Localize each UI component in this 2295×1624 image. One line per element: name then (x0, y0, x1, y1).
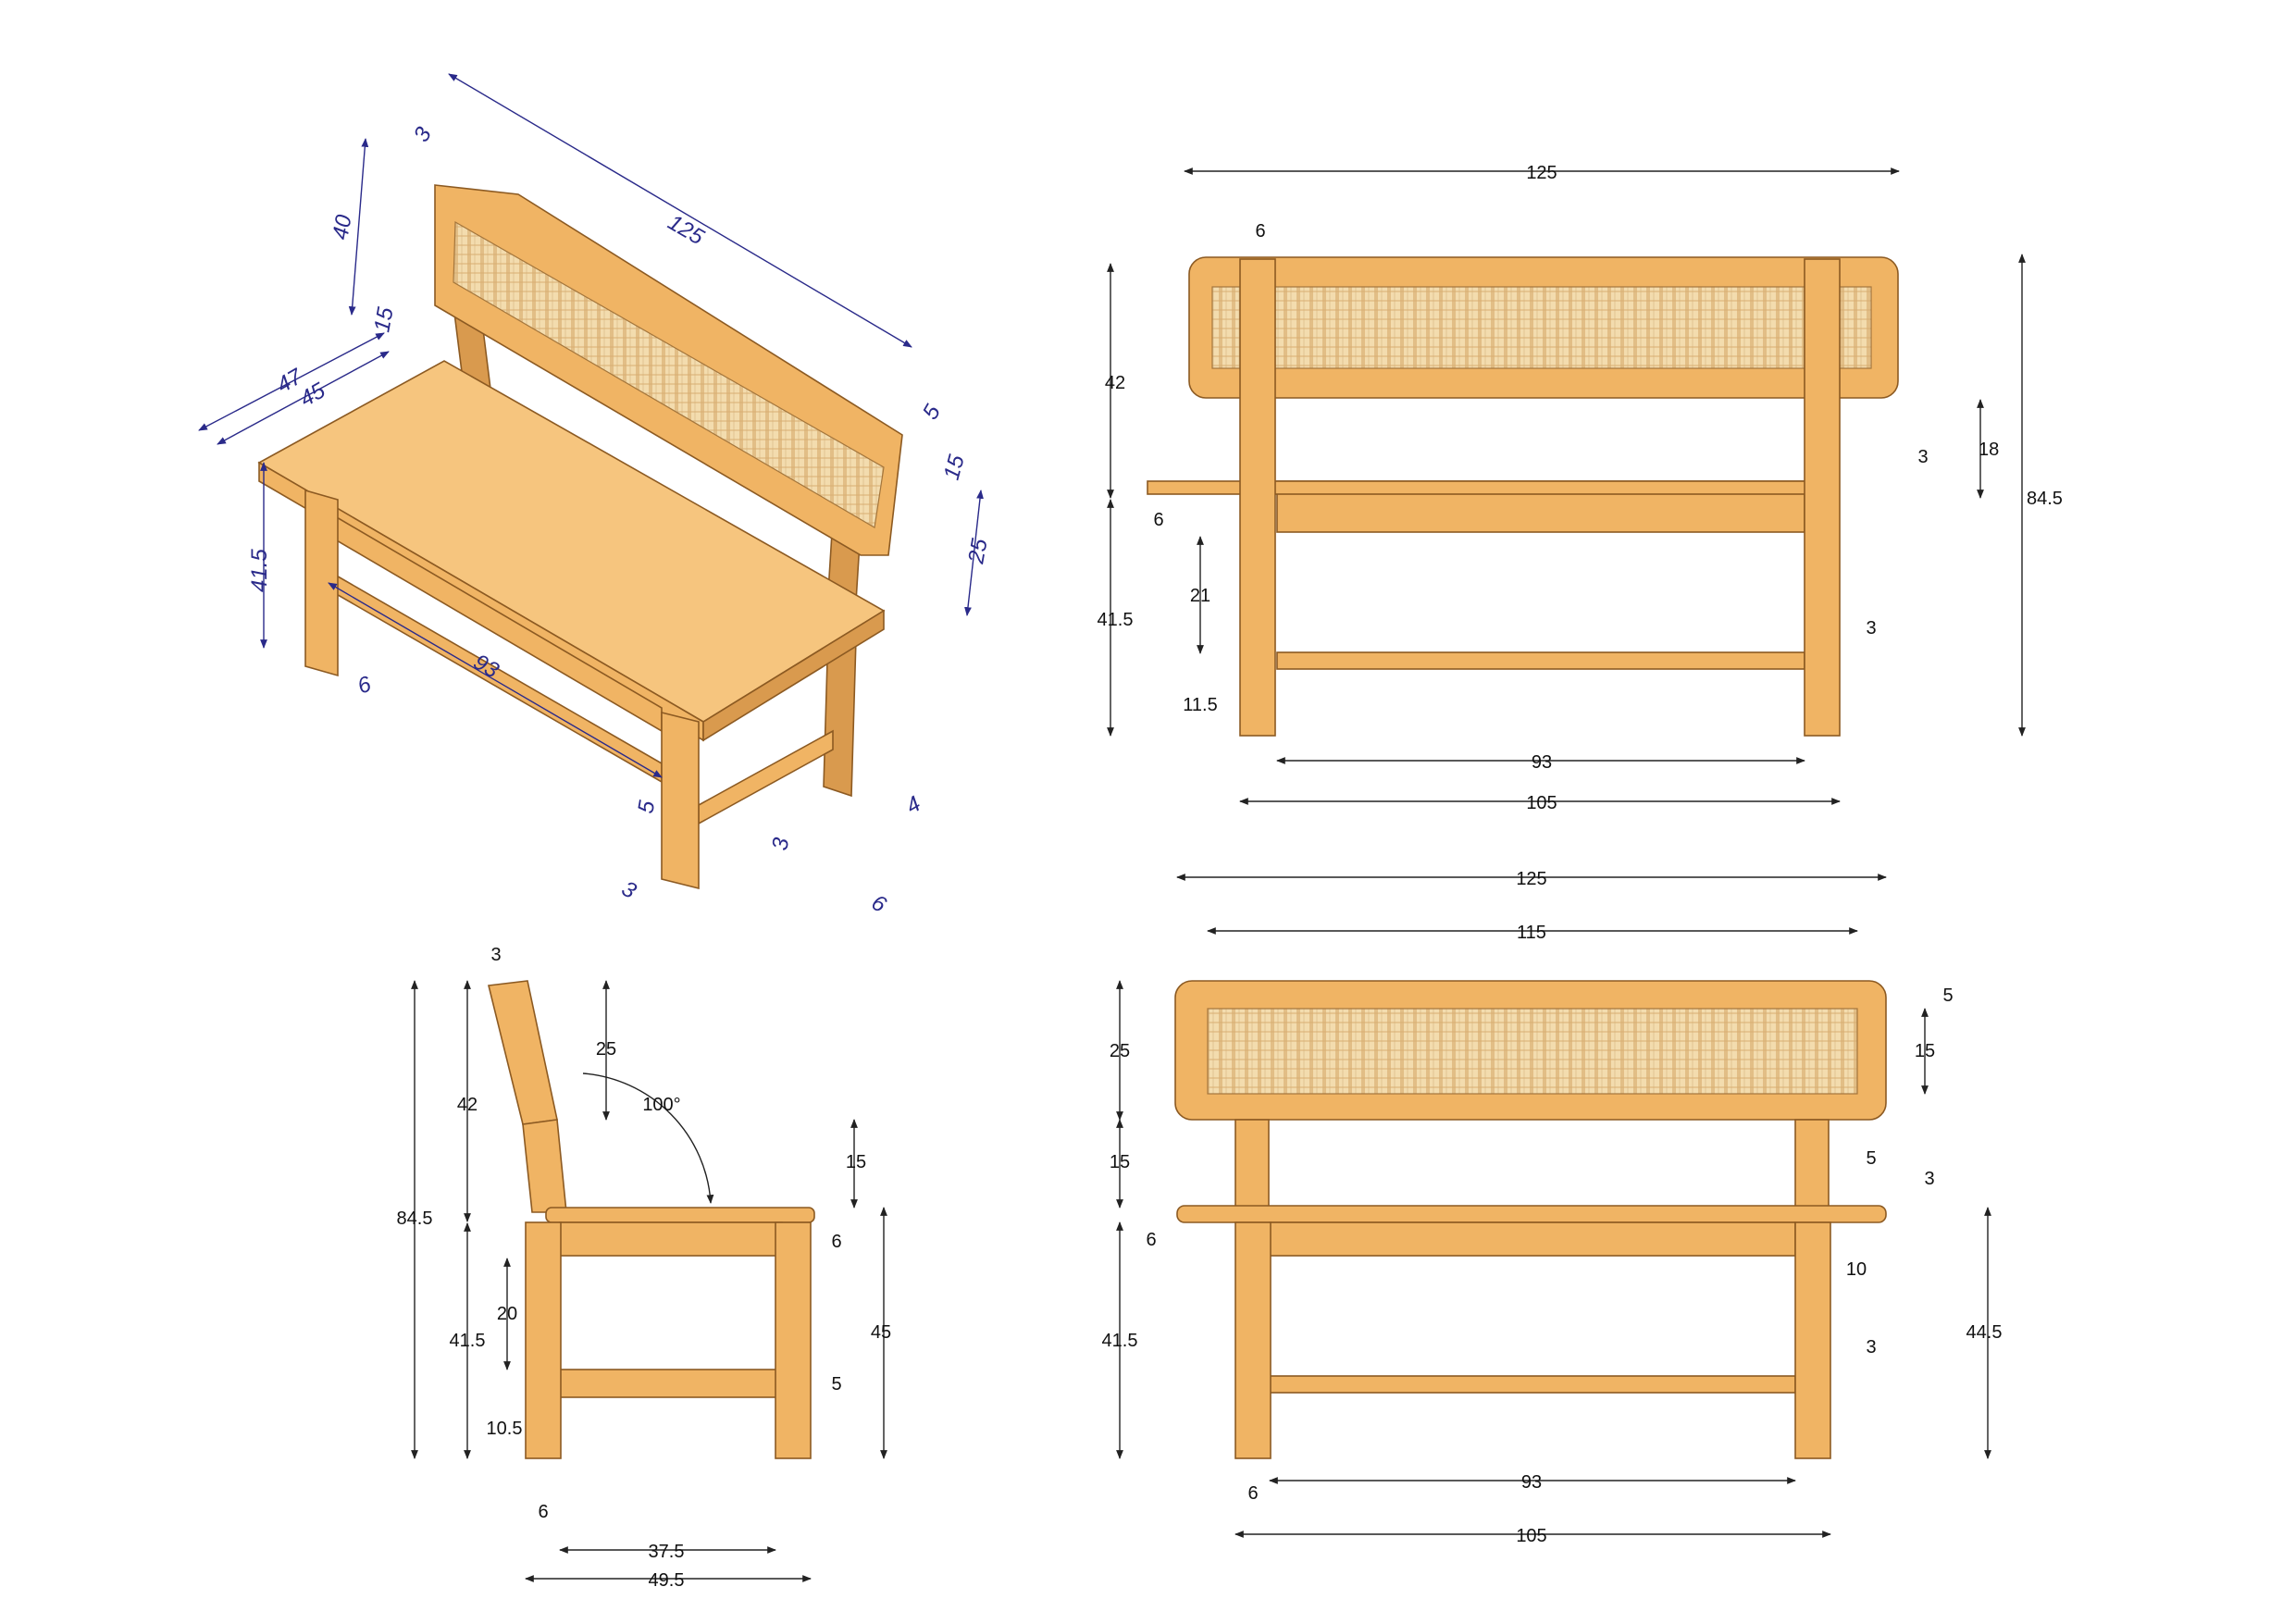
side-view: 3 25 100° 42 84.5 15 6 45 20 41.5 5 10.5… (397, 945, 892, 1591)
front-dim-3-low: 3 (1866, 1337, 1876, 1357)
side-dim-15: 15 (846, 1152, 866, 1172)
back-leg-right (1804, 258, 1841, 737)
iso-seat-edge-side (702, 609, 885, 742)
front-dim-5-top: 5 (1942, 986, 1953, 1006)
front-seat (1176, 1205, 1887, 1223)
iso-side-stretcher (698, 729, 834, 825)
front-dim-41-5: 41.5 (1102, 1331, 1138, 1351)
back-dim-42: 42 (1105, 373, 1125, 393)
isometric-view: 125 3 40 15 47 45 5 15 25 41.5 6 93 5 3 … (198, 73, 993, 918)
side-dim-25: 25 (596, 1039, 616, 1060)
iso-dim-41-5: 41.5 (247, 549, 272, 592)
iso-dim-5-back: 5 (918, 400, 946, 424)
back-dim-93: 93 (1532, 752, 1552, 773)
side-dim-angle: 100° (642, 1095, 680, 1115)
side-dim-6-w: 6 (538, 1502, 548, 1522)
side-dim-37-5: 37.5 (649, 1542, 685, 1562)
side-dim-5: 5 (831, 1374, 841, 1395)
side-dim-84-5: 84.5 (397, 1209, 433, 1229)
side-back-post (522, 1119, 567, 1213)
side-seat (545, 1207, 815, 1223)
front-dim-15-post: 15 (1110, 1152, 1130, 1172)
side-apron (559, 1221, 783, 1257)
back-dim-84-5: 84.5 (2027, 489, 2063, 509)
iso-dim-5-lower: 5 (633, 799, 660, 815)
back-dim-41-5: 41.5 (1098, 610, 1134, 630)
side-dim-10-5: 10.5 (487, 1419, 523, 1439)
front-dim-10: 10 (1846, 1259, 1867, 1280)
side-dim-6: 6 (831, 1232, 841, 1252)
front-dim-44-5: 44.5 (1966, 1322, 2003, 1343)
iso-front-leg-right (661, 711, 700, 890)
iso-dim-3-front: 3 (617, 876, 641, 904)
side-dim-3: 3 (490, 945, 501, 965)
front-leg-right (1794, 1221, 1831, 1459)
back-dim-125: 125 (1526, 163, 1557, 183)
back-dim-3-top: 3 (1917, 447, 1928, 467)
iso-dim-25: 25 (963, 536, 993, 566)
back-dim-105: 105 (1526, 793, 1557, 813)
back-dim-6-v: 6 (1153, 510, 1163, 530)
back-dim-18: 18 (1979, 440, 1999, 460)
back-dim-3-low: 3 (1866, 618, 1876, 638)
iso-dim-4: 4 (902, 791, 925, 819)
iso-dim-3-side: 3 (767, 836, 794, 852)
side-dim-42: 42 (457, 1095, 478, 1115)
back-dim-21: 21 (1190, 586, 1210, 606)
front-view: 125 115 5 15 25 15 5 3 6 10 41.5 44.5 3 … (1102, 869, 2003, 1546)
front-dim-15-cane: 15 (1915, 1041, 1935, 1061)
front-dim-3: 3 (1924, 1169, 1934, 1189)
front-dim-115: 115 (1517, 923, 1546, 943)
side-dim-49-5: 49.5 (649, 1570, 685, 1591)
back-stretcher (1276, 651, 1805, 670)
side-backrest (488, 980, 558, 1125)
front-post-left (1234, 1119, 1270, 1209)
back-dim-11-5: 11.5 (1183, 695, 1217, 715)
back-leg-left (1239, 258, 1276, 737)
side-front-leg (775, 1221, 812, 1459)
front-dim-93: 93 (1521, 1472, 1542, 1493)
front-stretcher (1269, 1375, 1796, 1394)
front-dim-25: 25 (1110, 1041, 1130, 1061)
side-rear-leg (525, 1221, 562, 1459)
front-dim-125: 125 (1516, 869, 1546, 889)
iso-dim-40: 40 (328, 212, 356, 242)
front-dim-6-w: 6 (1247, 1483, 1258, 1504)
iso-dim-125: 125 (664, 210, 709, 251)
iso-dim-15-back: 15 (939, 452, 970, 482)
side-dim-45: 45 (871, 1322, 891, 1343)
front-dim-5-post: 5 (1866, 1148, 1876, 1169)
front-leg-left (1234, 1221, 1272, 1459)
iso-dim-15-top: 15 (369, 304, 398, 334)
front-apron (1269, 1221, 1796, 1257)
side-stretcher (559, 1369, 783, 1398)
iso-dim-6-right: 6 (867, 890, 891, 918)
iso-dim-3: 3 (409, 122, 437, 146)
front-dim-6: 6 (1146, 1230, 1156, 1250)
iso-dim-6-left: 6 (354, 671, 375, 699)
front-post-right (1794, 1119, 1830, 1209)
side-dim-41-5: 41.5 (450, 1331, 486, 1351)
front-dim-105: 105 (1516, 1526, 1546, 1546)
back-dim-6: 6 (1255, 221, 1265, 242)
back-backrest-cane (1211, 286, 1872, 369)
back-view: 125 6 42 18 3 84.5 6 41.5 21 3 11.5 93 1… (1098, 163, 2063, 813)
front-backrest-cane (1207, 1008, 1858, 1095)
iso-front-leg-left (304, 489, 339, 677)
side-dim-20: 20 (497, 1304, 517, 1324)
